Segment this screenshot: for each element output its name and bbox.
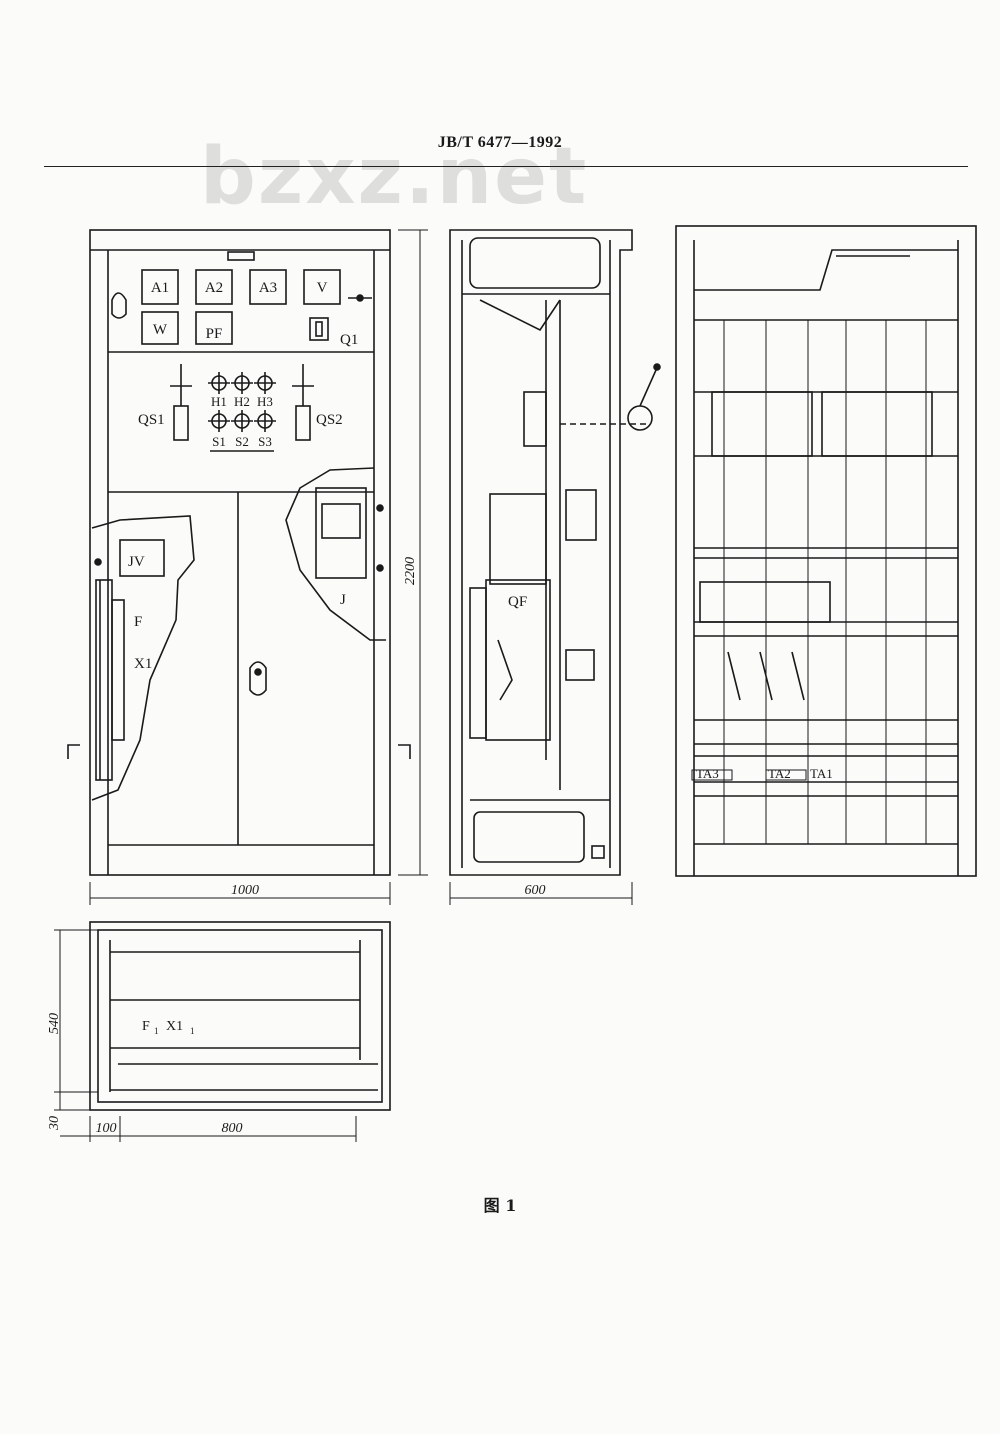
switch-qs1	[173, 405, 189, 441]
switch-qs2-label: QS2	[316, 412, 343, 428]
button-s2-label: S2	[235, 434, 249, 449]
section-mark-right	[398, 744, 411, 759]
ct-ta2-label: TA2	[768, 766, 791, 781]
button-s3-label: S3	[258, 434, 272, 449]
relay-jv	[119, 539, 165, 577]
plan-fuse-subscript: 1	[154, 1026, 159, 1036]
top-slot	[227, 251, 255, 261]
rear-breaker-top	[699, 581, 831, 623]
ct-ta1-label: TA1	[810, 766, 833, 781]
section-mark-left	[67, 744, 80, 759]
meter-w-label: W	[153, 322, 168, 338]
relay-jv-label: JV	[128, 554, 145, 570]
side-disconnector	[523, 391, 547, 447]
relay-j-label: J	[340, 592, 346, 608]
header-rule	[44, 166, 968, 167]
side-handle-icon	[111, 292, 127, 319]
meter-w	[141, 311, 179, 345]
standard-number: JB/T 6477—1992	[437, 134, 563, 151]
rear-frame	[675, 225, 977, 877]
meter-a2	[195, 269, 233, 305]
switch-q1	[309, 317, 329, 341]
meter-a2-label: A2	[205, 280, 223, 296]
plan-terminal-label: X1	[166, 1019, 183, 1034]
dim-depth-600: 600	[525, 883, 546, 898]
breaker-qf-label: QF	[508, 594, 527, 610]
meter-v	[303, 269, 341, 305]
plan-terminal-subscript: 1	[190, 1026, 195, 1036]
side-frame	[449, 229, 633, 876]
plan-dim-800: 800	[222, 1121, 243, 1136]
plan-frame	[89, 921, 391, 1111]
indicator-lamps	[208, 372, 276, 394]
terminal-x1-label: X1	[134, 656, 152, 672]
plan-dim-30: 30	[47, 1116, 62, 1131]
watermark: bzxz.net	[200, 132, 589, 222]
figure-caption: 图 1	[483, 1196, 517, 1215]
switch-qs2	[295, 405, 311, 441]
meter-a3	[249, 269, 287, 305]
front-frame	[89, 229, 391, 876]
fuse-block	[111, 599, 125, 741]
rear-switch-2	[821, 391, 933, 457]
lamp-h3-label: H3	[257, 394, 273, 409]
side-view: QF 600	[449, 229, 661, 905]
bottom-cable-chamber	[473, 811, 585, 863]
meter-pf	[195, 311, 233, 345]
meter-a1-label: A1	[151, 280, 169, 296]
meter-pf-label: PF	[206, 326, 223, 342]
side-operating-handle	[627, 405, 653, 431]
meter-a3-label: A3	[259, 280, 277, 296]
dim-width-1000: 1000	[231, 883, 259, 898]
meter-v-label: V	[317, 280, 328, 296]
door-lock-icon	[249, 661, 267, 696]
rear-switch-1	[711, 391, 813, 457]
button-s1-label: S1	[212, 434, 226, 449]
switch-qs1-label: QS1	[138, 412, 165, 428]
dim-height-2200: 2200	[403, 557, 418, 585]
plan-view: F 1 X1 1 540 30 100 800	[47, 921, 391, 1142]
lamp-h2-label: H2	[234, 394, 250, 409]
plan-dim-540: 540	[47, 1013, 62, 1034]
front-view: A1 A2 A3 V W PF Q1 QS1 QS2 H1 H2 H3	[67, 229, 428, 905]
ct-ta3-label: TA3	[696, 766, 719, 781]
left-cutaway	[91, 515, 195, 801]
relay-j-box	[315, 487, 367, 579]
right-cutaway	[285, 467, 386, 641]
plan-dim-100: 100	[96, 1121, 117, 1136]
rear-view: TA3 TA2 TA1	[675, 225, 977, 877]
lamp-h1-label: H1	[211, 394, 227, 409]
meter-a1	[141, 269, 179, 305]
plan-fuse-label: F	[142, 1019, 150, 1034]
side-unit	[489, 493, 547, 585]
fuse-f-label: F	[134, 614, 142, 630]
switch-q1-label: Q1	[340, 332, 358, 348]
push-buttons	[208, 410, 276, 432]
terminal-strip	[95, 579, 113, 781]
top-bus-chamber	[469, 237, 601, 289]
